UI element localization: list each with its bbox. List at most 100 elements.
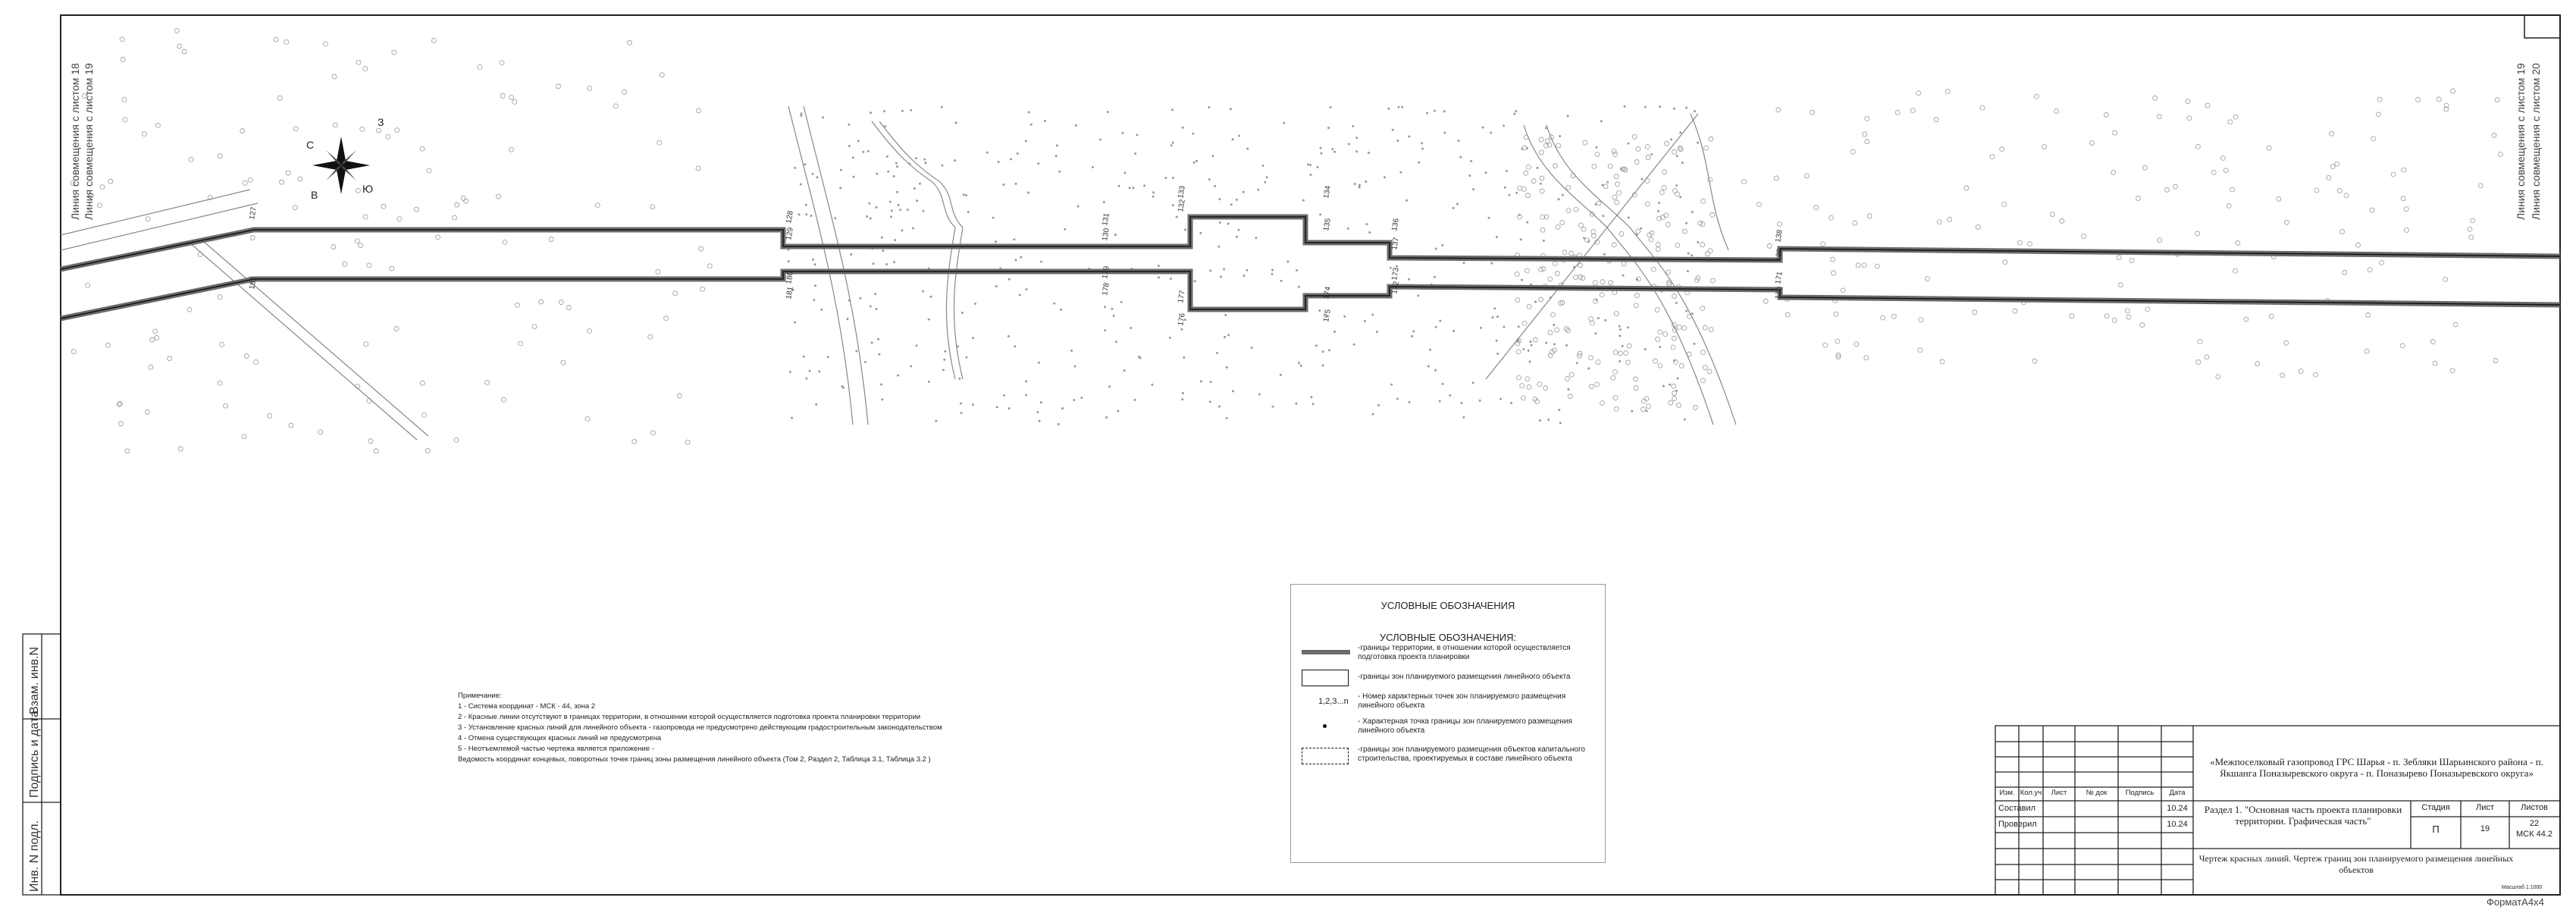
forest-dot [1644, 201, 1650, 207]
forest-dot [2400, 196, 2406, 202]
forest-dot [1592, 280, 1598, 286]
forest-dot [1513, 112, 1516, 115]
forest-dot [1622, 274, 1625, 277]
forest-dot [1850, 149, 1856, 155]
forest-dot [1218, 221, 1221, 224]
side-stamp-sign: Подпись и дата [28, 711, 41, 798]
forest-dot [1979, 105, 1985, 111]
forest-dot [672, 290, 678, 297]
legend-item-point: - Характерная точка границы зон планируе… [1358, 717, 1572, 735]
forest-dot [1417, 294, 1420, 297]
forest-dot [1613, 174, 1619, 180]
forest-dot [368, 438, 374, 444]
forest-dot [71, 349, 77, 354]
forest-dot [1055, 144, 1058, 147]
forest-dot [813, 299, 816, 302]
forest-dot [839, 168, 842, 171]
stamp-date-author: 10.24 [2167, 804, 2188, 813]
forest-dot [1286, 260, 1290, 263]
forest-dot [1493, 307, 1496, 310]
forest-dot [2443, 276, 2449, 282]
forest-dot [1676, 403, 1681, 408]
forest-dot [1391, 128, 1394, 131]
forest-dot [940, 105, 943, 108]
forest-dot [1633, 385, 1639, 391]
forest-dot [1612, 151, 1618, 157]
forest-dot [1064, 228, 1067, 231]
forest-dot [924, 162, 927, 165]
forest-dot [2399, 343, 2405, 349]
forest-dot [696, 108, 701, 114]
forest-dot [943, 358, 946, 361]
forest-dot [342, 261, 348, 267]
forest-dot [2452, 322, 2458, 328]
forest-dot [1627, 216, 1630, 219]
forest-dot [841, 384, 844, 388]
stamp-date-checker: 10.24 [2167, 820, 2188, 829]
point-label: 171 [1774, 271, 1785, 285]
forest-dot [1074, 124, 1077, 127]
forest-dot [1209, 269, 1212, 272]
forest-dot [1565, 328, 1571, 334]
forest-dot [1681, 162, 1684, 165]
forest-dot [1572, 265, 1575, 268]
forest-dot [496, 193, 501, 199]
forest-dot [500, 93, 506, 99]
forest-dot [1939, 359, 1945, 365]
forest-dot [2049, 212, 2055, 217]
forest-dot [1073, 365, 1076, 368]
forest-dot [1073, 398, 1076, 401]
forest-dot [1027, 191, 1030, 194]
forest-dot [148, 364, 154, 370]
forest-dot [995, 285, 998, 288]
forest-dot [869, 305, 872, 308]
forest-dot [1634, 159, 1640, 165]
forest-dot [1408, 135, 1411, 138]
forest-dot [923, 158, 926, 161]
forest-dot [1036, 410, 1039, 413]
forest-dot [1111, 307, 1114, 310]
forest-dot [477, 64, 483, 70]
forest-dot [1503, 325, 1506, 328]
forest-dot [2002, 259, 2008, 265]
forest-dot [962, 193, 965, 196]
forest-dot [1209, 381, 1212, 384]
forest-dot [1708, 327, 1714, 333]
forest-dot [1602, 215, 1605, 218]
forest-dot [2081, 234, 2086, 239]
forest-dot [2403, 206, 2409, 212]
forest-dot [425, 447, 431, 453]
forest-dot [850, 253, 853, 256]
forest-dot [515, 302, 520, 308]
forest-dot [1223, 268, 1226, 271]
forest-dot [2211, 169, 2217, 175]
forest-dot [2235, 240, 2241, 246]
forest-dot [815, 403, 818, 406]
forest-dot [1181, 392, 1184, 395]
stamp-sheet-label: Лист [2476, 803, 2494, 812]
forest-dot [1271, 268, 1274, 271]
forest-dot [2195, 359, 2202, 365]
point-label: 135 [1322, 218, 1333, 232]
compass-letter-n: С [306, 139, 314, 151]
forest-dot [1114, 340, 1117, 344]
forest-dot [1246, 147, 1249, 150]
forest-dot [897, 203, 900, 206]
forest-dot [1515, 297, 1521, 303]
forest-dot [1025, 380, 1028, 383]
forest-dot [2017, 240, 2023, 246]
forest-dot [808, 369, 811, 372]
forest-dot [1543, 143, 1549, 149]
forest-dot [2401, 167, 2407, 173]
forest-dot [1368, 231, 1371, 234]
forest-dot [354, 238, 360, 244]
forest-dot [1208, 400, 1211, 403]
forest-dot [1685, 221, 1688, 224]
forest-dot [1678, 362, 1684, 369]
forest-dot [1693, 342, 1696, 345]
forest-dot [1594, 381, 1600, 388]
forest-dot [650, 204, 656, 210]
forest-dot [1530, 344, 1533, 347]
forest-dot [1271, 405, 1274, 408]
stamp-stage-label: Стадия [2421, 803, 2450, 812]
